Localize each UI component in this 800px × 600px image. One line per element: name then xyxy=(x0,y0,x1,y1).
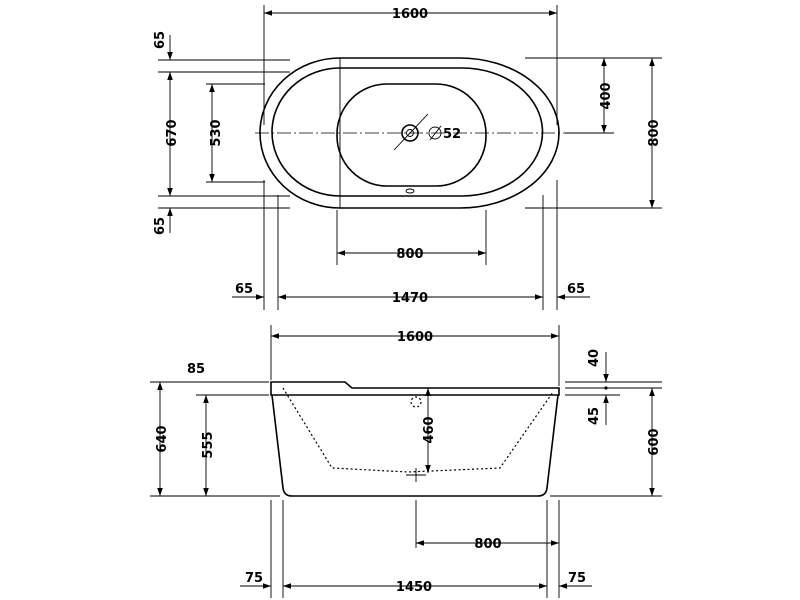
top-inner-height: 670 xyxy=(165,119,180,146)
side-outer-height: 600 xyxy=(647,428,662,455)
top-basin-length: 800 xyxy=(396,247,423,262)
side-drain-depth: 460 xyxy=(422,416,437,443)
side-rim-depth: 45 xyxy=(587,407,602,425)
tub-inner-outline xyxy=(271,67,544,197)
side-left-offset: 75 xyxy=(245,571,263,586)
top-inner-length: 1470 xyxy=(392,291,428,306)
basin-outline xyxy=(336,83,487,187)
side-overall-length: 1600 xyxy=(397,330,433,345)
side-base-length: 1450 xyxy=(396,580,432,595)
side-rim-outline xyxy=(270,381,560,396)
side-body-height: 555 xyxy=(201,431,216,458)
side-body-outline xyxy=(271,394,559,497)
side-dimension-dot xyxy=(604,386,608,390)
overflow-mark xyxy=(405,188,415,194)
top-overall-length: 1600 xyxy=(392,7,428,22)
side-top-offset: 40 xyxy=(587,349,602,367)
top-overall-width: 800 xyxy=(647,119,662,146)
side-view: 1600 85 640 555 460 40 45 600 800 xyxy=(150,325,662,598)
side-total-height: 640 xyxy=(155,425,170,452)
tub-outer-outline xyxy=(259,57,560,209)
side-overflow-hidden xyxy=(410,396,422,408)
top-half-width: 400 xyxy=(599,82,614,109)
drain-leader xyxy=(393,113,429,151)
top-view: 1600 400 800 65 670 530 65 52 xyxy=(153,5,662,310)
svg-text:52: 52 xyxy=(443,127,461,142)
drain-diameter-label: 52 xyxy=(428,125,461,142)
top-rim-top: 65 xyxy=(153,31,168,49)
side-drain-distance: 800 xyxy=(474,537,501,552)
side-right-offset: 75 xyxy=(568,571,586,586)
side-basin-hidden xyxy=(282,387,554,473)
top-basin-height: 530 xyxy=(209,119,224,146)
top-right-offset: 65 xyxy=(567,282,585,297)
top-left-offset: 65 xyxy=(235,282,253,297)
top-rim-bottom: 65 xyxy=(153,217,168,235)
side-rim-step: 85 xyxy=(187,362,205,377)
